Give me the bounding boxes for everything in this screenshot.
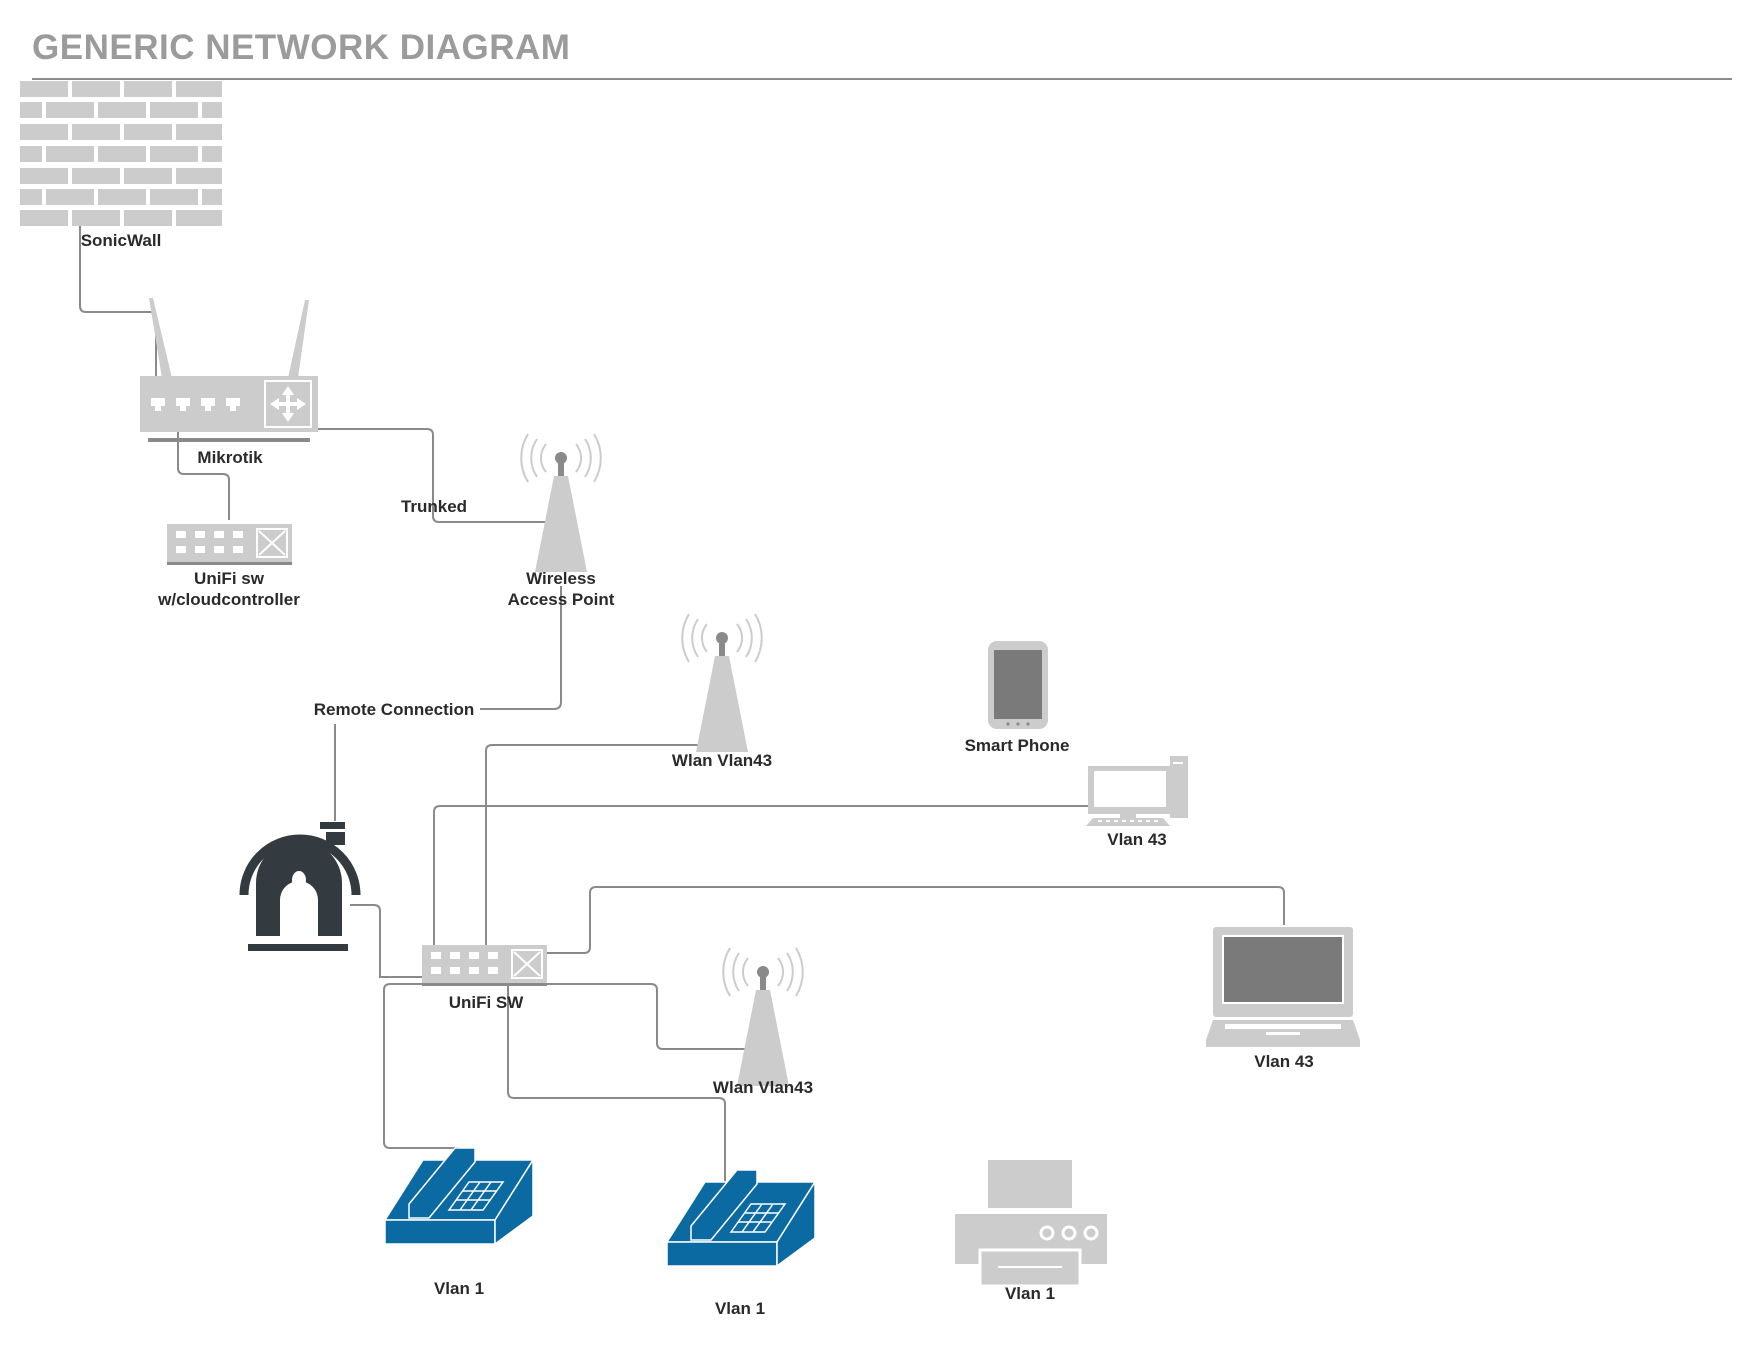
trunked-edge-label: Trunked xyxy=(400,497,468,516)
link-unifi-phone2 xyxy=(507,984,726,1182)
antenna-icon xyxy=(520,433,602,573)
router-icon xyxy=(140,298,318,442)
link-mikrotik-unifi-cloud xyxy=(177,432,230,520)
link-unifi-desktop xyxy=(433,805,1090,946)
phone2-label: Vlan 1 xyxy=(714,1299,766,1318)
remote-connection-edge-label: Remote Connection xyxy=(313,700,475,719)
laptop-label: Vlan 43 xyxy=(1254,1052,1314,1071)
wlan2-label: Wlan Vlan43 xyxy=(712,1078,814,1097)
antenna-icon xyxy=(722,947,804,1087)
phone1-label: Vlan 1 xyxy=(433,1279,485,1298)
unifi-cloud-label-line1: UniFi sw xyxy=(194,569,264,588)
page-title: GENERIC NETWORK DIAGRAM xyxy=(32,28,571,67)
printer-icon xyxy=(955,1160,1107,1288)
ip-phone-icon xyxy=(384,1147,534,1245)
laptop-icon xyxy=(1206,927,1360,1047)
link-unifi-wlan2 xyxy=(546,983,763,1050)
switch-icon xyxy=(421,944,548,987)
wap-label-line1: Wireless xyxy=(526,569,596,588)
link-remote-unifi xyxy=(350,904,425,978)
unifi-cloud-label-line2: w/cloudcontroller xyxy=(158,590,300,609)
firewall-icon xyxy=(20,81,222,226)
link-unifi-phone1 xyxy=(383,983,463,1161)
switch-icon xyxy=(166,523,293,566)
link-wap-remote xyxy=(480,586,562,710)
unifi-cloud-label: UniFi sw w/cloudcontroller xyxy=(158,568,300,610)
mikrotik-label: Mikrotik xyxy=(197,448,263,467)
connections xyxy=(79,226,1285,1182)
antenna-icon xyxy=(681,613,763,753)
remote-site-icon xyxy=(239,822,361,951)
link-unifi-laptop xyxy=(546,886,1285,954)
desktop-computer-icon xyxy=(1086,756,1188,826)
link-unifi-wlan1 xyxy=(485,744,700,946)
printer-label: Vlan 1 xyxy=(1004,1284,1056,1303)
sonicwall-label: SonicWall xyxy=(80,231,162,250)
desktop-label: Vlan 43 xyxy=(1107,830,1167,849)
wlan1-label: Wlan Vlan43 xyxy=(671,751,773,770)
ip-phone-icon xyxy=(666,1169,816,1267)
wap-label-line2: Access Point xyxy=(507,590,615,609)
smartphone-label: Smart Phone xyxy=(964,736,1070,755)
unifi-sw-label: UniFi SW xyxy=(448,993,524,1012)
link-mikrotik-wap-trunked xyxy=(318,428,553,523)
wap-label: Wireless Access Point xyxy=(508,568,615,610)
tablet-icon xyxy=(988,641,1048,729)
title-divider xyxy=(32,78,1732,80)
